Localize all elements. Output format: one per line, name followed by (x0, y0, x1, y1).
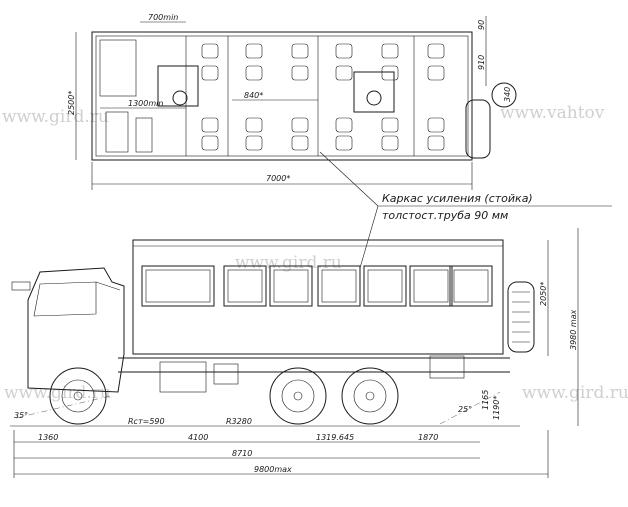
seat (427, 43, 445, 59)
cab-window (33, 281, 97, 317)
dim-angle-front: 35° (14, 411, 28, 420)
seat (381, 65, 399, 81)
dim-4100: 4100 (188, 433, 208, 442)
window-pane (227, 269, 263, 303)
seat (381, 117, 399, 133)
heater-box-left (157, 65, 199, 107)
window-pane (367, 269, 403, 303)
stove (105, 111, 129, 153)
window (269, 265, 313, 307)
heater-right (366, 90, 382, 106)
seat (201, 135, 219, 151)
detail-circle (491, 82, 517, 108)
cabinet (135, 117, 153, 153)
reinforcement-callout: Каркас усиления (стойка) толстост.труба … (319, 151, 612, 269)
seat (245, 117, 263, 133)
seat (245, 65, 263, 81)
body-side (132, 239, 504, 355)
windows-row (223, 265, 493, 307)
battery-box (213, 363, 239, 385)
seat (201, 117, 219, 133)
rear-wheel-2 (341, 367, 399, 425)
rear-box (429, 355, 465, 379)
dim-1165: 1165 (481, 390, 490, 410)
dim-2050: 2050* (539, 282, 548, 306)
seat (427, 117, 445, 133)
dim-9800: 9800max (254, 465, 292, 474)
mirror (11, 281, 31, 291)
dim-1360: 1360 (38, 433, 58, 442)
dim-7000: 7000* (266, 174, 290, 183)
seat (291, 117, 309, 133)
seat (381, 43, 399, 59)
watermark-bottom-left: www.gird.ru (4, 383, 111, 403)
window-pane (273, 269, 309, 303)
watermark-bottom-right: www.gird.ru (522, 383, 628, 403)
watermark-body: www.gird.ru (235, 253, 342, 273)
dim-340: 340 (503, 87, 512, 102)
dim-r3280: R3280 (226, 417, 252, 426)
window-pane (413, 269, 449, 303)
seat (201, 65, 219, 81)
dim-1300min: 1300min (128, 99, 163, 108)
seat (427, 65, 445, 81)
top-view-plan: 700min 1300min 840* 7000* 2500* 90 910 3… (67, 13, 517, 190)
side-view: 2050* 3980 max 1165 1190* 35° 25° Rст=59… (10, 228, 579, 478)
window-pane (321, 269, 357, 303)
watermark-top-right: www.vahtov (500, 103, 605, 123)
window-pane (453, 269, 489, 303)
body-outline-plan (91, 31, 473, 161)
dim-700min: 700min (148, 13, 178, 22)
callout-line-1: Каркас усиления (стойка) (382, 192, 533, 205)
window (363, 265, 407, 307)
watermark-top-left: www.gird.ru (2, 107, 109, 127)
dim-840: 840* (244, 91, 263, 100)
dim-1870: 1870 (418, 433, 438, 442)
callout-line-2: толстост.труба 90 мм (382, 209, 508, 222)
seats-group (201, 43, 445, 151)
seat (335, 43, 353, 59)
front-wheel (49, 367, 107, 425)
spare-wheel-plan (465, 99, 491, 159)
dim-1319: 1319.645 (316, 433, 354, 442)
dim-r-turn: Rст=590 (128, 417, 165, 426)
spare-wheel-side (507, 281, 535, 353)
seat (381, 135, 399, 151)
heater-box-right (353, 71, 395, 113)
seat (291, 135, 309, 151)
body-inner-wall (95, 35, 469, 157)
fuel-tank (159, 361, 207, 393)
seat (201, 43, 219, 59)
dim-2500: 2500* (67, 91, 76, 115)
window (317, 265, 361, 307)
seat (245, 135, 263, 151)
window-front (141, 265, 215, 307)
seat (291, 43, 309, 59)
dim-angle-rear: 25° (458, 405, 472, 414)
window (449, 265, 493, 307)
entry-compartment (99, 39, 137, 97)
dim-1190: 1190* (492, 396, 501, 420)
dim-90: 90 (477, 20, 486, 30)
seat (335, 135, 353, 151)
window (223, 265, 267, 307)
window (409, 265, 453, 307)
seat (245, 43, 263, 59)
seat (335, 117, 353, 133)
heater-left (172, 90, 188, 106)
seat (427, 135, 445, 151)
seat (291, 65, 309, 81)
dim-910: 910 (477, 55, 486, 70)
dim-8710: 8710 (232, 449, 252, 458)
seat (335, 65, 353, 81)
truck-cab (27, 267, 125, 393)
dim-3980: 3980 max (569, 309, 578, 350)
rear-wheel-1 (269, 367, 327, 425)
